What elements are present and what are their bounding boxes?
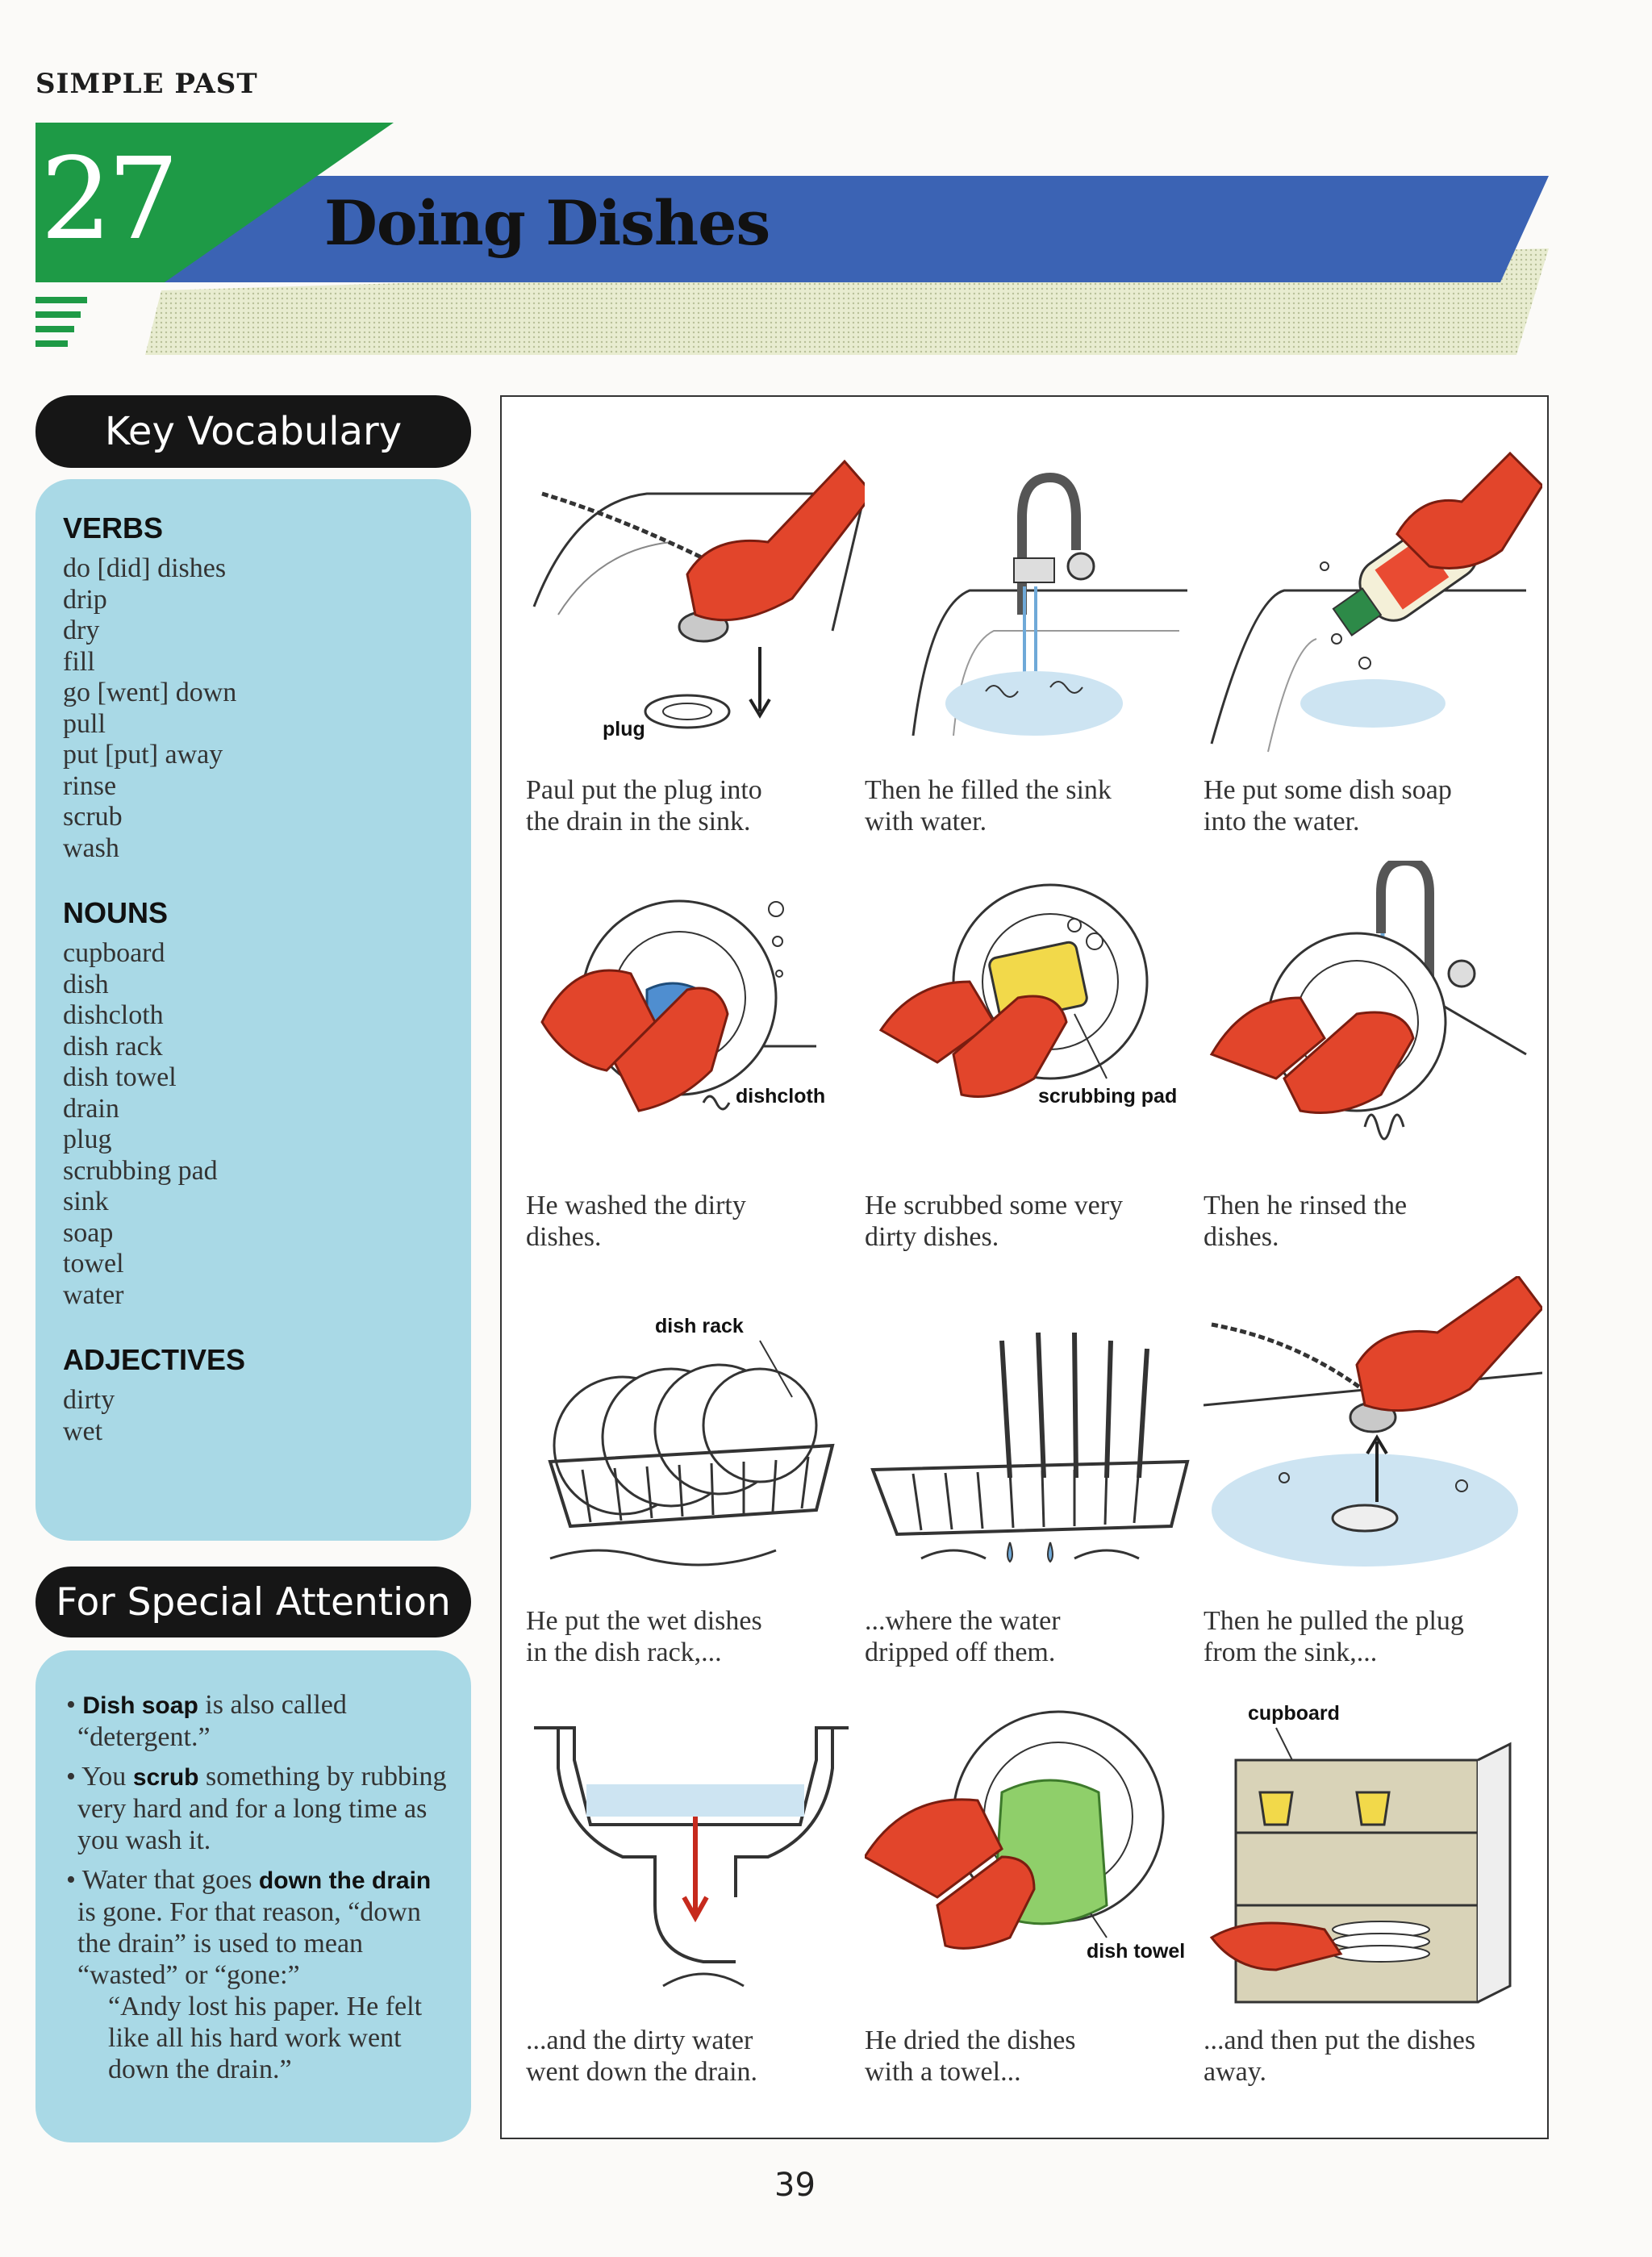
panel-dish-rack: dish rack He put the wet dishes in the d… <box>526 1276 865 1668</box>
drain-icon <box>534 1726 849 1988</box>
page-number: 39 <box>774 2167 816 2204</box>
note-item: • Dish soap is also called “detergent.” <box>66 1690 347 1752</box>
panel-caption: ...where the water dripped off them. <box>865 1606 1061 1667</box>
rinse-icon <box>1209 861 1527 1141</box>
panel-dry: dish towel He dried the dishes with a to… <box>865 1696 1204 2088</box>
note-text: Water that goes <box>81 1865 259 1895</box>
vocab-item: dish rack <box>63 1031 163 1062</box>
panel-drip: ...where the water dripped off them. <box>865 1276 1204 1668</box>
note-term: Dish soap <box>82 1692 198 1719</box>
panel-scrub: scrubbing pad He scrubbed some very dirt… <box>865 861 1204 1253</box>
panel-pull-plug: Then he pulled the plug from the sink,..… <box>1204 1276 1542 1668</box>
vocab-item: wet <box>63 1416 103 1446</box>
panel-fill-sink: Then he filled the sink with water. <box>865 445 1204 837</box>
panel-put-plug: plug Paul put the plug into the drain in… <box>526 445 865 837</box>
panel-rinse: Then he rinsed the dishes. <box>1204 861 1542 1253</box>
panel-caption: He washed the dirty dishes. <box>526 1191 746 1252</box>
vocab-item: drip <box>63 584 107 615</box>
dish-towel-icon: dish towel <box>865 1710 1185 1963</box>
vocab-item: sink <box>63 1187 109 1216</box>
vocab-item: put [put] away <box>63 740 223 770</box>
vocab-item: fill <box>63 646 95 677</box>
scrubbing-pad-icon: scrubbing pad <box>878 883 1177 1108</box>
note-text: something by rubbing very hard and for a… <box>77 1762 447 1855</box>
note-text: You <box>81 1762 133 1792</box>
faucet-icon <box>912 472 1187 736</box>
vocab-item: rinse <box>63 770 117 801</box>
page-title: Doing Dishes <box>324 187 770 259</box>
panel-drain: ...and the dirty water went down the dra… <box>526 1696 865 2088</box>
key-vocabulary-heading: Key Vocabulary <box>35 395 471 468</box>
panel-label: plug <box>603 718 645 741</box>
vocab-item: wash <box>63 832 119 863</box>
panel-caption: He put the wet dishes in the dish rack,.… <box>526 1606 762 1667</box>
panel-put-away: cupboard ...and then put the dishes away… <box>1204 1696 1542 2088</box>
vocab-item: dishcloth <box>63 1000 164 1030</box>
note-term: down the drain <box>258 1867 432 1894</box>
blue-band <box>161 176 1549 282</box>
vocab-item: dry <box>63 615 100 645</box>
vocab-item: dish towel <box>63 1062 177 1092</box>
drip-icon <box>870 1332 1190 1563</box>
note-item: • Water that goes down the drain is gone… <box>53 1864 447 2085</box>
panel-add-soap: He put some dish soap into the water. <box>1204 445 1542 837</box>
panel-caption: Then he rinsed the dishes. <box>1204 1191 1408 1252</box>
panel-caption: ...and then put the dishes away. <box>1204 2025 1476 2087</box>
vocab-item: water <box>63 1279 124 1310</box>
vocab-group-title: VERBS <box>63 511 164 544</box>
vocab-group-title: NOUNS <box>63 896 169 929</box>
vocab-item: scrubbing pad <box>63 1155 218 1186</box>
note-item: • You scrub something by rubbing very ha… <box>66 1762 447 1855</box>
vocab-item: plug <box>63 1124 112 1154</box>
vocab-item: pull <box>63 708 106 739</box>
panel-caption: Then he pulled the plug from the sink,..… <box>1204 1606 1464 1667</box>
panel-caption: He put some dish soap into the water. <box>1204 775 1452 836</box>
dish-rack-icon: dish rack <box>548 1315 835 1567</box>
plug-sink-icon: plug <box>532 459 865 741</box>
panel-caption: Paul put the plug into the drain in the … <box>526 775 762 836</box>
panel-wash: dishcloth He washed the dirty dishes. <box>526 861 865 1253</box>
special-attention-panel: • Dish soap is also called “detergent.” … <box>35 1650 471 2142</box>
lesson-number: 27 <box>40 134 179 265</box>
note-text: is gone. For that reason, “down the drai… <box>77 1897 421 1990</box>
panel-caption: He scrubbed some very dirty dishes. <box>865 1191 1124 1252</box>
vocab-item: go [went] down <box>63 678 237 707</box>
vocab-item: drain <box>63 1093 119 1124</box>
header-banner <box>35 123 1549 355</box>
panel-caption: He dried the dishes with a towel... <box>865 2025 1076 2087</box>
panel-label: dish towel <box>1087 1940 1185 1963</box>
vocab-group-title: ADJECTIVES <box>63 1343 246 1376</box>
green-band <box>35 123 394 282</box>
dishcloth-icon: dishcloth <box>540 899 825 1112</box>
vocab-item: do [did] dishes <box>63 553 227 583</box>
special-attention-heading: For Special Attention <box>35 1567 471 1637</box>
vocab-item: dirty <box>63 1385 115 1415</box>
cupboard-icon: cupboard <box>1209 1702 1512 2004</box>
soap-bottle-icon <box>1210 451 1542 753</box>
panel-caption: Then he filled the sink with water. <box>865 775 1112 836</box>
pull-plug-icon <box>1204 1276 1542 1567</box>
vocab-item: towel <box>63 1249 124 1279</box>
vocab-item: cupboard <box>63 938 165 968</box>
note-term: scrub <box>132 1764 199 1791</box>
vocab-item: scrub <box>63 802 123 832</box>
panel-label: cupboard <box>1248 1702 1340 1725</box>
vocab-item: soap <box>63 1217 114 1248</box>
panel-label: dishcloth <box>736 1085 825 1108</box>
panel-label: scrubbing pad <box>1038 1085 1177 1108</box>
note-text: is also called “detergent.” <box>77 1690 347 1752</box>
vocab-item: dish <box>63 969 109 999</box>
section-label: SIMPLE PAST <box>35 68 258 100</box>
panel-label: dish rack <box>655 1315 744 1337</box>
note-quote: “Andy lost his paper. He felt like all h… <box>108 1992 423 2084</box>
panel-caption: ...and the dirty water went down the dra… <box>526 2025 758 2087</box>
illustration-grid: plug Paul put the plug into the drain in… <box>500 395 1549 2139</box>
